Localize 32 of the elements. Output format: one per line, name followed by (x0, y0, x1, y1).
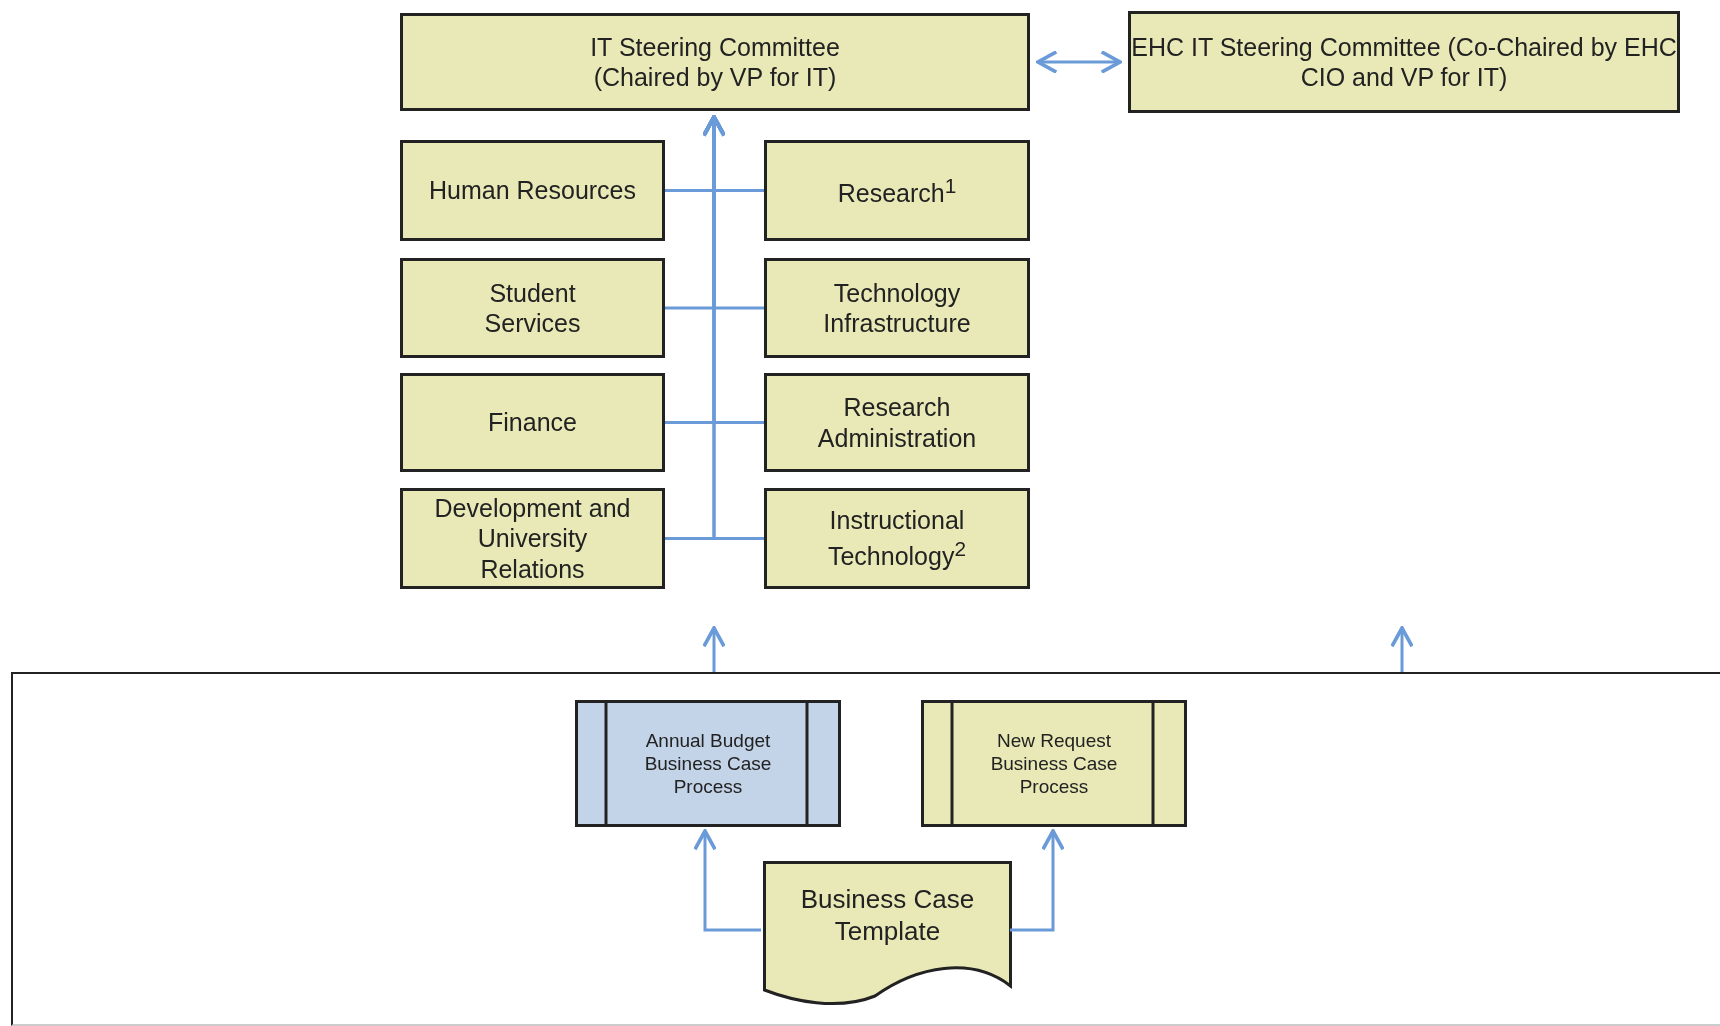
node-label: Finance (488, 407, 577, 438)
process-box (400, 13, 1030, 111)
process-box (764, 258, 1030, 358)
process-box (1128, 11, 1680, 113)
document-shape (763, 861, 1012, 1006)
node-label: Instructional Technology$^{2}$ (826, 505, 968, 572)
process-box (400, 488, 665, 589)
node-label: Human Resources (429, 175, 636, 206)
node-label: Research$^{1}$ (837, 172, 957, 209)
node-label: Business Case Template (799, 883, 976, 948)
process-box (764, 140, 1030, 241)
subprocess-box (575, 700, 841, 827)
node-label: EHC IT Steering Committee (Co-Chaired by EHC CIO and VP for IT) (1131, 31, 1677, 93)
node-label: Student Services (483, 277, 582, 339)
process-box (400, 258, 665, 358)
node-label: Annual Budget Business Case Process (643, 728, 773, 799)
process-box (400, 373, 665, 472)
node-label: IT Steering Committee (Chaired by VP for IT) (589, 31, 841, 93)
subprocess-box (921, 700, 1187, 827)
arrow (1390, 626, 1414, 672)
node-label: Development and University Relations (433, 492, 632, 585)
process-box (764, 488, 1030, 589)
arrow (702, 626, 726, 672)
process-box (764, 373, 1030, 472)
node-label: New Request Business Case Process (989, 728, 1119, 799)
node-label: Research Administration (816, 392, 978, 453)
arrow (1010, 829, 1065, 932)
node-label: Technology Infrastructure (822, 277, 972, 339)
arrow (1036, 50, 1122, 74)
arrow (693, 829, 761, 932)
container-box (11, 672, 1720, 1026)
process-box (400, 140, 665, 241)
